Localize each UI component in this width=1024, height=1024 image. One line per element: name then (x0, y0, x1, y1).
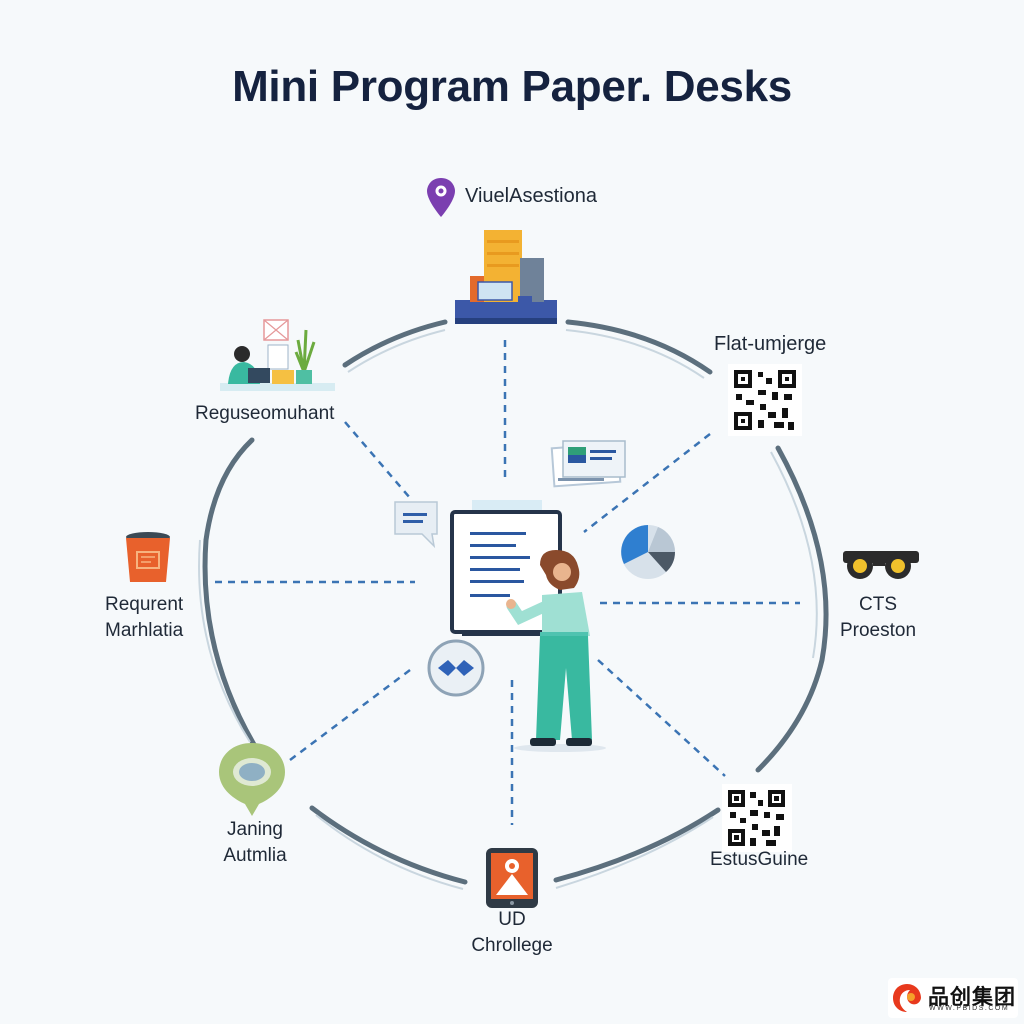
qr-code-icon (722, 784, 792, 852)
presenter-icon (450, 500, 606, 752)
location-pin-icon (427, 178, 455, 217)
node-label-bottom-left-line1: Janing (227, 819, 283, 840)
node-label-bottom-left-line2: Autmlia (223, 845, 287, 866)
document-card-icon (550, 440, 626, 488)
node-label-top-left: Reguseomuhant (195, 403, 335, 424)
map-pin-icon (219, 743, 285, 816)
watermark-url: WWW.PBIDS.COM (929, 1005, 1010, 1012)
node-label-bottom-line2: Chrollege (471, 935, 553, 956)
bucket-icon (126, 532, 170, 582)
ring (202, 319, 829, 885)
glasses-icon (843, 551, 919, 579)
page-title: Mini Program Paper. Desks (232, 62, 792, 111)
node-label-right: CTS Proeston (828, 592, 928, 644)
ring-inner (198, 329, 818, 890)
spokes (215, 340, 800, 825)
node-label-right-line2: Proeston (839, 620, 917, 641)
brand-logo-icon (893, 984, 921, 1012)
node-label-bottom: UD Chrollege (462, 907, 562, 959)
node-label-left: Requrent Marhlatia (105, 592, 183, 644)
node-label-bottom-line1: UD (498, 909, 526, 930)
watermark: 品创集团 WWW.PBIDS.COM (888, 978, 1018, 1018)
person-at-desk-icon (220, 319, 335, 391)
node-label-left-line2: Marhlatia (105, 620, 184, 641)
node-label-right-line1: CTS (859, 594, 897, 615)
buildings-icon (455, 230, 557, 324)
node-label-bottom-left: Janing Autmlia (200, 817, 310, 869)
node-label-bottom-right: EstusGuine (710, 849, 809, 870)
tablet-icon (486, 848, 538, 908)
chat-bubble-icon (394, 501, 438, 549)
pie-chart-icon (621, 525, 675, 579)
node-label-left-line1: Requrent (105, 594, 184, 615)
node-label-top: ViuelAsestiona (465, 185, 597, 207)
node-label-top-right: Flat-umjerge (714, 333, 827, 355)
handshake-icon (427, 639, 485, 697)
watermark-text: 品创集团 (928, 986, 1016, 1009)
qr-code-icon (728, 364, 802, 436)
